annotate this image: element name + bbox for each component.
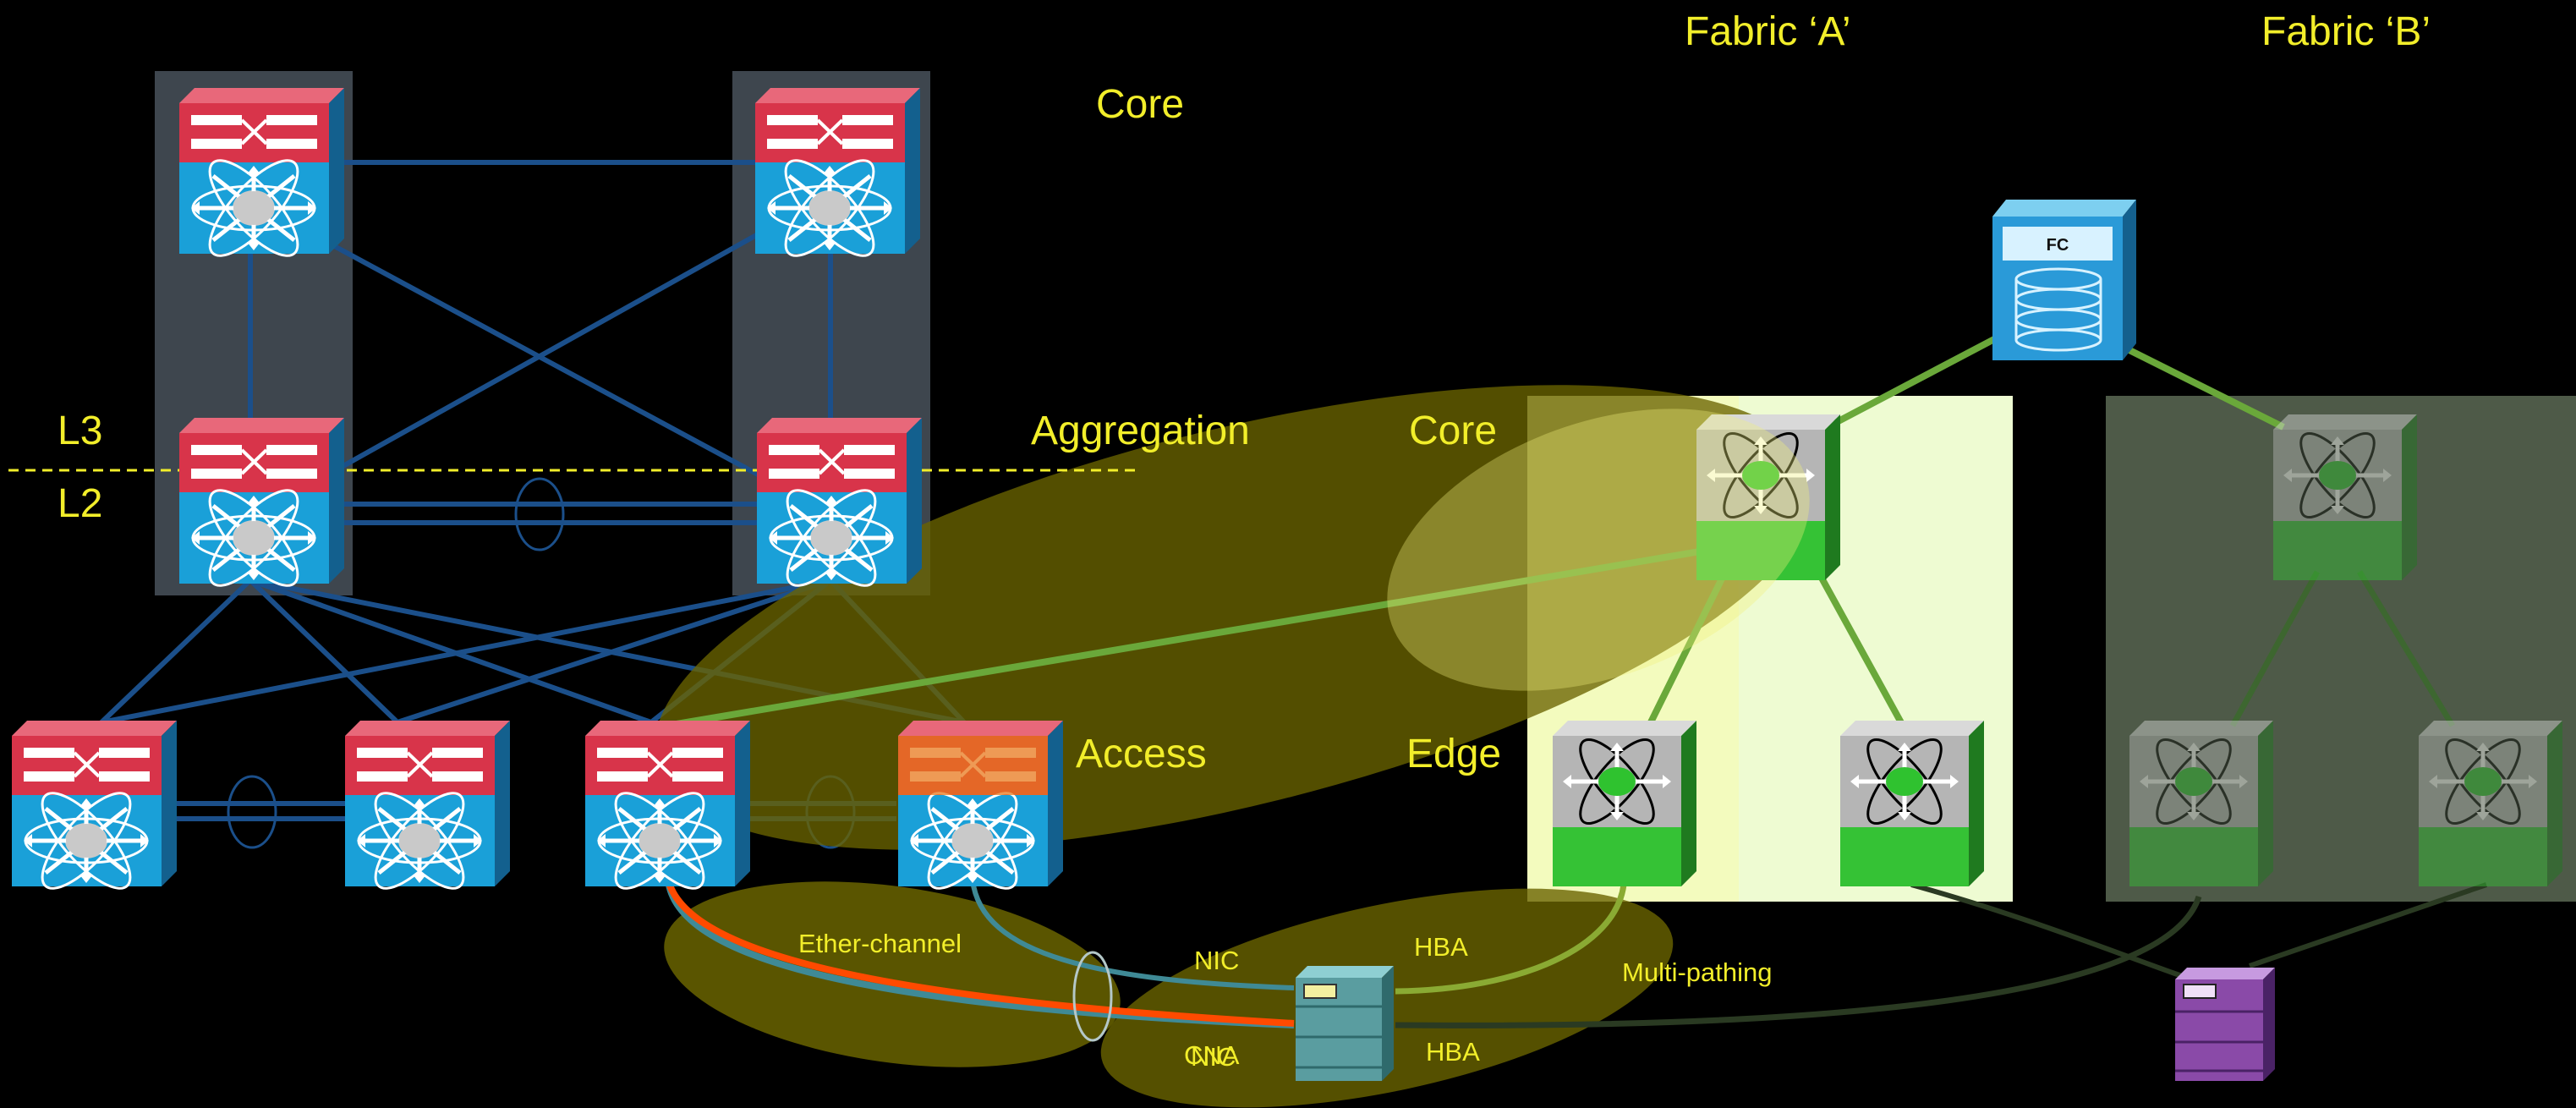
core-switch-right[interactable] <box>755 88 920 268</box>
cna-label: CNA <box>1184 1040 1240 1070</box>
fc-label: FC <box>2047 236 2069 255</box>
ether-channel-highlight <box>664 881 1121 1067</box>
multi-pathing-label: Multi-pathing <box>1622 957 1773 987</box>
core-switch-left[interactable] <box>179 88 344 268</box>
san-edge-switch-b2[interactable] <box>2419 721 2562 886</box>
hba-top-label: HBA <box>1414 932 1468 962</box>
aggregation-switch-right[interactable] <box>757 418 922 598</box>
aggregation-layer-label: Aggregation <box>1031 409 1250 453</box>
access-layer-label: Access <box>1076 732 1207 776</box>
san-edge-switch-b1[interactable] <box>2129 721 2273 886</box>
fabric-a-label: Fabric ‘A’ <box>1685 9 1851 54</box>
hba-link-a <box>1395 884 1627 995</box>
link-edge-to-storage <box>2249 882 2487 968</box>
l3-label: L3 <box>58 409 103 453</box>
fcoe-glow <box>1387 409 1810 691</box>
ether-channel-link <box>665 878 1295 1027</box>
access-switch-1[interactable] <box>12 721 177 901</box>
port-channel-ring <box>227 775 277 849</box>
nic-link <box>970 879 1295 990</box>
access-switch-2[interactable] <box>345 721 510 901</box>
access-switch-3[interactable] <box>585 721 750 901</box>
fabric-b-label: Fabric ‘B’ <box>2261 9 2431 54</box>
port-channel-ring <box>514 477 565 551</box>
access-switch-4-fcoe[interactable] <box>898 721 1063 901</box>
san-core-switch-b[interactable] <box>2273 414 2417 580</box>
server-cna[interactable] <box>1296 966 1394 1081</box>
hba-link-b <box>1395 895 2202 1028</box>
san-core-label: Core <box>1409 409 1498 453</box>
ether-channel-ring <box>1072 951 1113 1042</box>
aggregation-switch-left[interactable] <box>179 418 344 598</box>
core-layer-label: Core <box>1096 82 1185 127</box>
nic-overlap-label: NIC <box>1191 1042 1236 1072</box>
fc-storage-array[interactable] <box>1992 200 2136 360</box>
san-edge-switch-a1[interactable] <box>1553 721 1696 886</box>
hba-bottom-label: HBA <box>1426 1037 1480 1067</box>
san-links-fabric-b <box>2229 570 2455 727</box>
san-edge-switch-a2[interactable] <box>1840 721 1984 886</box>
l2-label: L2 <box>58 481 103 526</box>
nic-label: NIC <box>1194 946 1240 975</box>
nic-link <box>665 879 1295 1028</box>
san-links <box>676 335 2285 727</box>
storage-target[interactable] <box>2175 968 2275 1081</box>
san-edge-label: Edge <box>1406 732 1502 776</box>
ether-channel-label: Ether-channel <box>798 929 962 958</box>
